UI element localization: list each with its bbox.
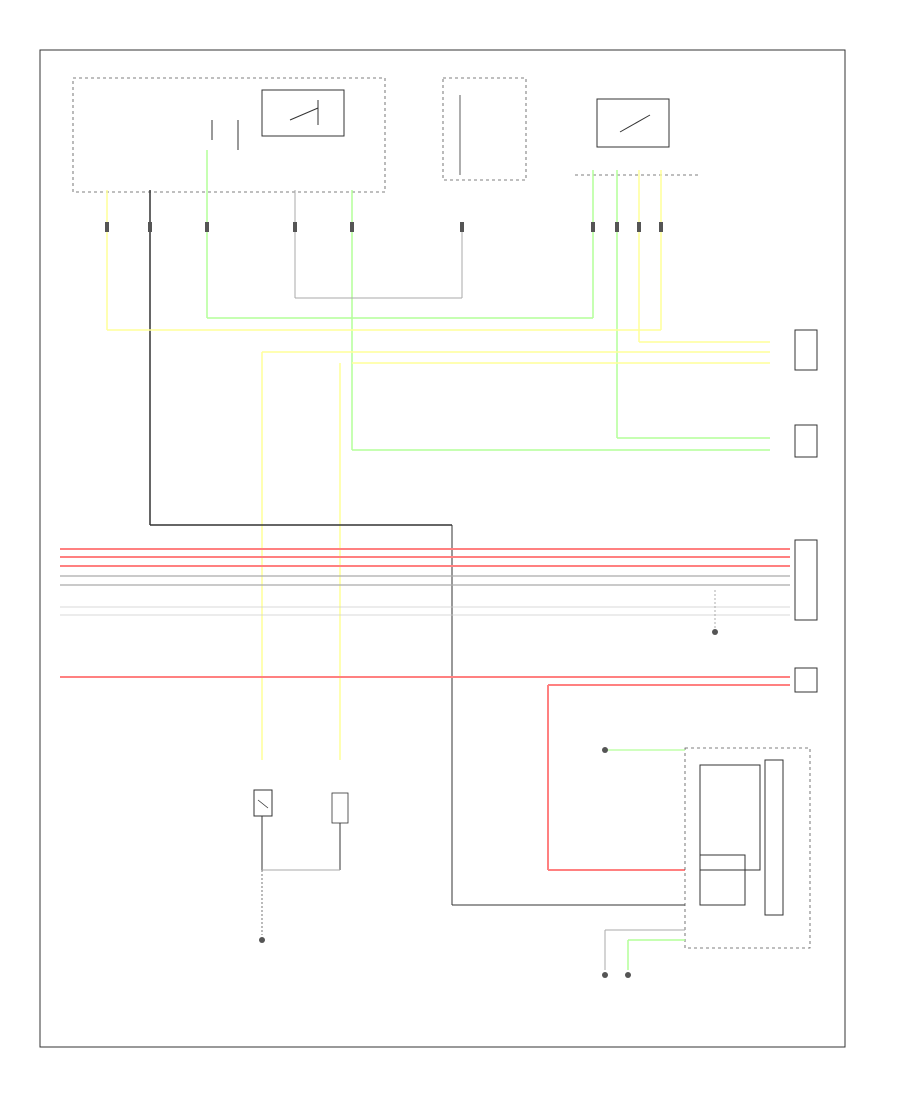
switch-contact	[619, 114, 651, 133]
bottom-right-meter	[602, 747, 811, 978]
top-left-component-group	[72, 77, 386, 193]
middle-bus-wires	[60, 548, 790, 871]
top-middle-component-group	[442, 77, 527, 181]
top-left-dashed-box	[72, 77, 386, 193]
lamp-right	[331, 792, 349, 824]
bottom-left-lamps	[253, 789, 349, 943]
upper-bus-wires	[107, 317, 770, 760]
top-middle-dashed-box	[442, 77, 527, 181]
right-connectors-upper	[794, 329, 818, 458]
relay-box	[261, 89, 345, 137]
top-right-switch-group	[575, 98, 700, 176]
relay-switch	[289, 107, 319, 121]
black-wire-route	[150, 524, 685, 906]
diagram-frame	[39, 49, 846, 1048]
lamp-left	[253, 789, 273, 817]
drop-connectors	[105, 222, 663, 232]
top-wire-drops	[106, 150, 662, 525]
switch-box	[596, 98, 670, 148]
right-connectors-middle	[712, 539, 818, 693]
meter-dashed-box	[684, 747, 811, 949]
